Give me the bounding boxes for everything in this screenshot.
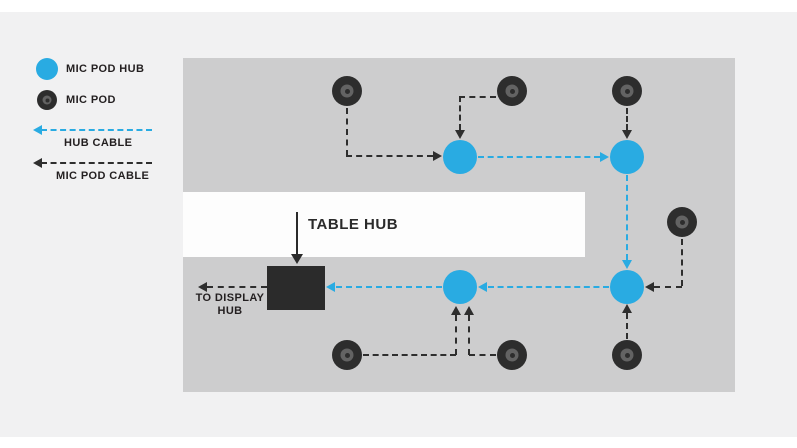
mic-pod-core <box>624 352 630 358</box>
mic-pod-core <box>509 88 515 94</box>
mic-pod <box>612 340 642 370</box>
legend-mic-pod-label: MIC POD <box>66 94 116 106</box>
mic-pod <box>497 340 527 370</box>
mic-pod-cable-line <box>459 96 496 98</box>
display-cable-arrow-icon <box>198 282 207 292</box>
legend-hub-cable-arrow-icon <box>33 125 42 135</box>
mic-pod-ring <box>620 84 634 98</box>
mic-pod-ring <box>340 84 354 98</box>
mic-pod-cable-arrow-icon <box>622 304 632 313</box>
mic-pod-hub <box>443 140 477 174</box>
mic-pod-cable-line <box>363 354 456 356</box>
mic-pod <box>332 340 362 370</box>
mic-pod-cable-line <box>469 354 496 356</box>
mic-pod-ring <box>505 348 519 362</box>
legend-mic-pod-icon <box>37 90 57 110</box>
mic-pod-cable-line <box>346 108 348 156</box>
mic-pod-cable-arrow-icon <box>451 306 461 315</box>
mic-pod-hub <box>610 270 644 304</box>
table-hub <box>267 266 325 310</box>
hub-cable-line <box>488 286 609 288</box>
table-hub-label: TABLE HUB <box>308 216 399 233</box>
mic-pod-cable-arrow-icon <box>464 306 474 315</box>
mic-pod <box>497 76 527 106</box>
mic-pod-core <box>344 352 350 358</box>
mic-pod-hub <box>610 140 644 174</box>
mic-pod-core <box>45 98 49 102</box>
legend-mic-pod-hub-label: MIC POD HUB <box>66 63 145 75</box>
mic-pod-cable-line <box>626 313 628 339</box>
legend-mic-pod-hub-icon <box>36 58 58 80</box>
mic-pod-cable-line <box>346 155 433 157</box>
display-cable-line <box>207 286 267 288</box>
mic-pod-cable-line <box>468 315 470 355</box>
hub-cable-arrow-icon <box>622 260 632 269</box>
mic-pod-cable-line <box>654 286 682 288</box>
to-display-hub-line2: HUB <box>217 305 243 317</box>
legend-hub-cable-label: HUB CABLE <box>64 137 133 149</box>
mic-pod-core <box>624 88 630 94</box>
mic-pod-ring <box>42 95 52 105</box>
mic-pod <box>332 76 362 106</box>
legend-hub-cable-line <box>41 129 152 131</box>
mic-pod-cable-arrow-icon <box>622 130 632 139</box>
mic-pod-core <box>679 219 685 225</box>
mic-pod-cable-line <box>681 239 683 286</box>
mic-pod-cable-line <box>455 315 457 355</box>
mic-pod-cable-line <box>459 96 461 130</box>
mic-pod-cable-arrow-icon <box>433 151 442 161</box>
mic-pod-cable-arrow-icon <box>455 130 465 139</box>
hub-cable-line <box>478 156 600 158</box>
table-hub-pointer-line <box>296 212 298 255</box>
legend-mic-pod-cable-label: MIC POD CABLE <box>56 170 150 182</box>
mic-pod <box>612 76 642 106</box>
mic-pod-cable-line <box>626 108 628 130</box>
to-display-hub-label: TO DISPLAY HUB <box>193 292 267 318</box>
hub-cable-line <box>336 286 442 288</box>
mic-pod-ring <box>340 348 354 362</box>
mic-pod-core <box>509 352 515 358</box>
mic-pod <box>667 207 697 237</box>
table-hub-pointer-arrow-icon <box>291 254 303 264</box>
legend-mic-pod-cable-line <box>41 162 152 164</box>
mic-pod-ring <box>505 84 519 98</box>
to-display-hub-line1: TO DISPLAY <box>195 292 265 304</box>
mic-pod-ring <box>675 215 689 229</box>
mic-pod-hub <box>443 270 477 304</box>
legend-mic-pod-cable-arrow-icon <box>33 158 42 168</box>
mic-pod-cable-arrow-icon <box>645 282 654 292</box>
mic-pod-core <box>344 88 350 94</box>
mic-pod-ring <box>620 348 634 362</box>
hub-cable-arrow-icon <box>326 282 335 292</box>
hub-cable-arrow-icon <box>600 152 609 162</box>
hub-cable-line <box>626 175 628 260</box>
table-notch <box>183 192 585 257</box>
hub-cable-arrow-icon <box>478 282 487 292</box>
